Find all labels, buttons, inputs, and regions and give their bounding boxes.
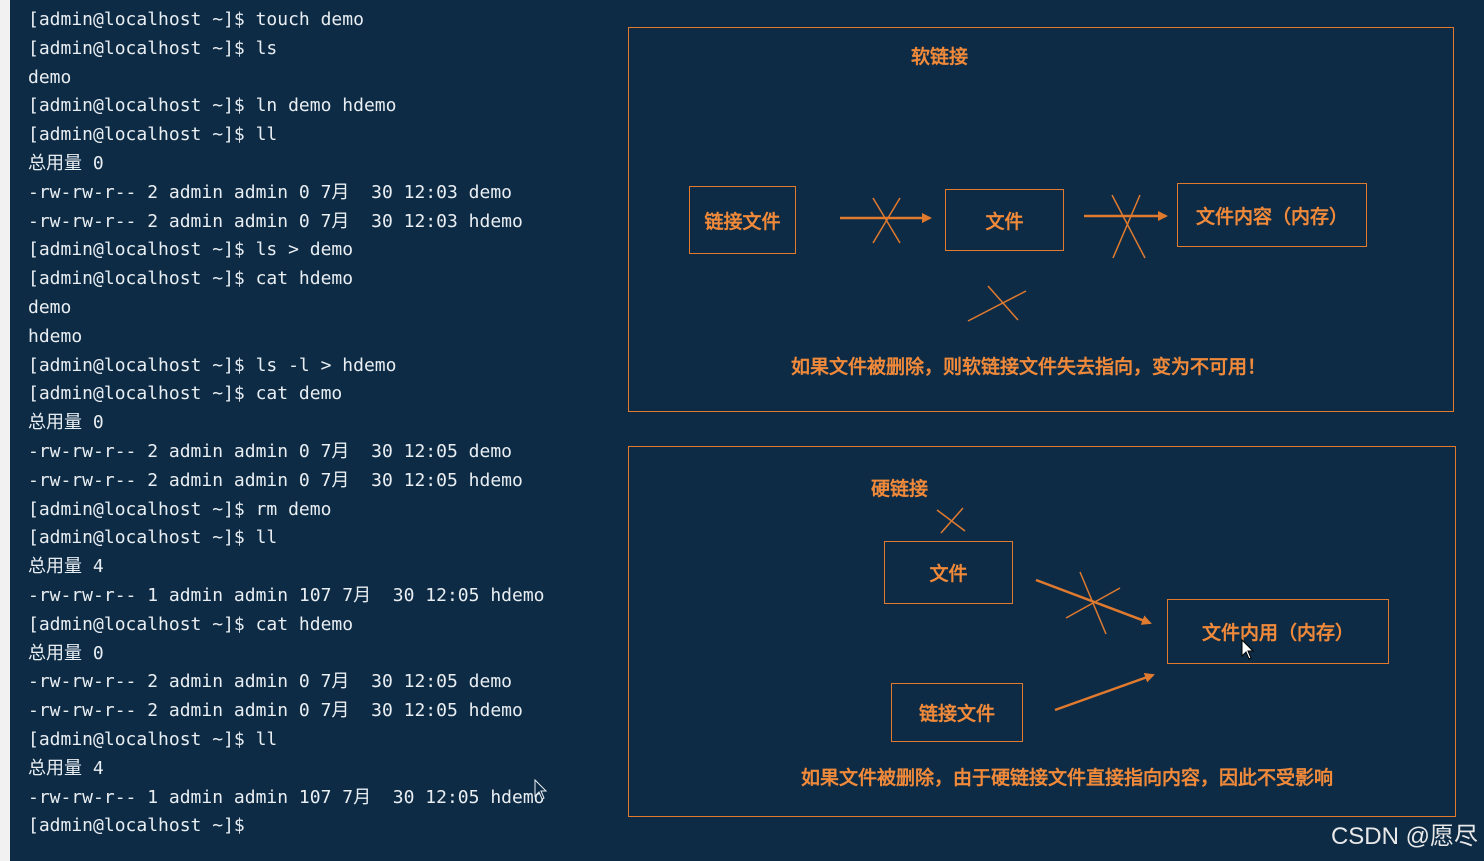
terminal-line: demo <box>28 296 72 318</box>
terminal-line: -rw-rw-r-- 2 admin admin 0 7月 30 12:05 d… <box>28 671 512 693</box>
terminal-line: -rw-rw-r-- 2 admin admin 0 7月 30 12:05 h… <box>28 469 523 491</box>
terminal-line: -rw-rw-r-- 2 admin admin 0 7月 30 12:03 d… <box>28 181 512 203</box>
terminal-line: [admin@localhost ~]$ ls -l > hdemo <box>28 354 397 376</box>
terminal-line: -rw-rw-r-- 2 admin admin 0 7月 30 12:03 h… <box>28 210 523 232</box>
hard-link-note: 如果文件被删除，由于硬链接文件直接指向内容，因此不受影响 <box>801 767 1334 789</box>
terminal-line: 总用量 0 <box>28 642 104 664</box>
soft-content-box: 文件内容（内存） <box>1177 183 1367 247</box>
soft-link-panel <box>628 27 1454 412</box>
terminal-line: 总用量 0 <box>28 152 104 174</box>
terminal-line: 总用量 4 <box>28 757 104 779</box>
window-left-edge <box>0 0 10 861</box>
terminal-line: [admin@localhost ~]$ ls > demo <box>28 239 354 261</box>
terminal-line: -rw-rw-r-- 1 admin admin 107 7月 30 12:05… <box>28 786 545 808</box>
terminal-line: -rw-rw-r-- 2 admin admin 0 7月 30 12:05 h… <box>28 700 523 722</box>
terminal-line: [admin@localhost ~]$ <box>28 815 245 837</box>
terminal-line: [admin@localhost ~]$ ln demo hdemo <box>28 95 397 117</box>
terminal-line: demo <box>28 66 72 88</box>
terminal-line: [admin@localhost ~]$ ll <box>28 124 278 146</box>
terminal-line: [admin@localhost ~]$ cat hdemo <box>28 268 354 290</box>
terminal-line: 总用量 4 <box>28 556 104 578</box>
terminal-line: [admin@localhost ~]$ cat hdemo <box>28 613 354 635</box>
hard-content-box: 文件内用（内存） <box>1167 599 1389 664</box>
terminal-line: [admin@localhost ~]$ ll <box>28 527 278 549</box>
terminal-line: [admin@localhost ~]$ ls <box>28 37 278 59</box>
terminal-line: [admin@localhost ~]$ ll <box>28 728 278 750</box>
terminal-line: [admin@localhost ~]$ touch demo <box>28 9 364 30</box>
hard-link-title: 硬链接 <box>871 478 929 500</box>
soft-link-note: 如果文件被删除，则软链接文件失去指向，变为不可用！ <box>791 356 1267 378</box>
watermark: CSDN @愿尽 <box>1330 823 1478 850</box>
terminal-output[interactable]: [admin@localhost ~]$ touch demo [admin@lo… <box>28 6 608 856</box>
hard-target-file-box: 文件 <box>884 541 1013 604</box>
soft-target-file-box: 文件 <box>945 189 1064 251</box>
terminal-line: [admin@localhost ~]$ cat demo <box>28 383 343 405</box>
terminal-line: -rw-rw-r-- 2 admin admin 0 7月 30 12:05 d… <box>28 440 512 462</box>
terminal-line: 总用量 0 <box>28 412 104 434</box>
terminal-line: [admin@localhost ~]$ rm demo <box>28 498 332 520</box>
hard-link-file-box: 链接文件 <box>891 683 1023 742</box>
terminal-line: hdemo <box>28 325 83 347</box>
soft-link-file-box: 链接文件 <box>689 186 796 254</box>
soft-link-title: 软链接 <box>911 46 969 68</box>
terminal-line: -rw-rw-r-- 1 admin admin 107 7月 30 12:05… <box>28 584 545 606</box>
hard-link-panel <box>628 446 1456 817</box>
